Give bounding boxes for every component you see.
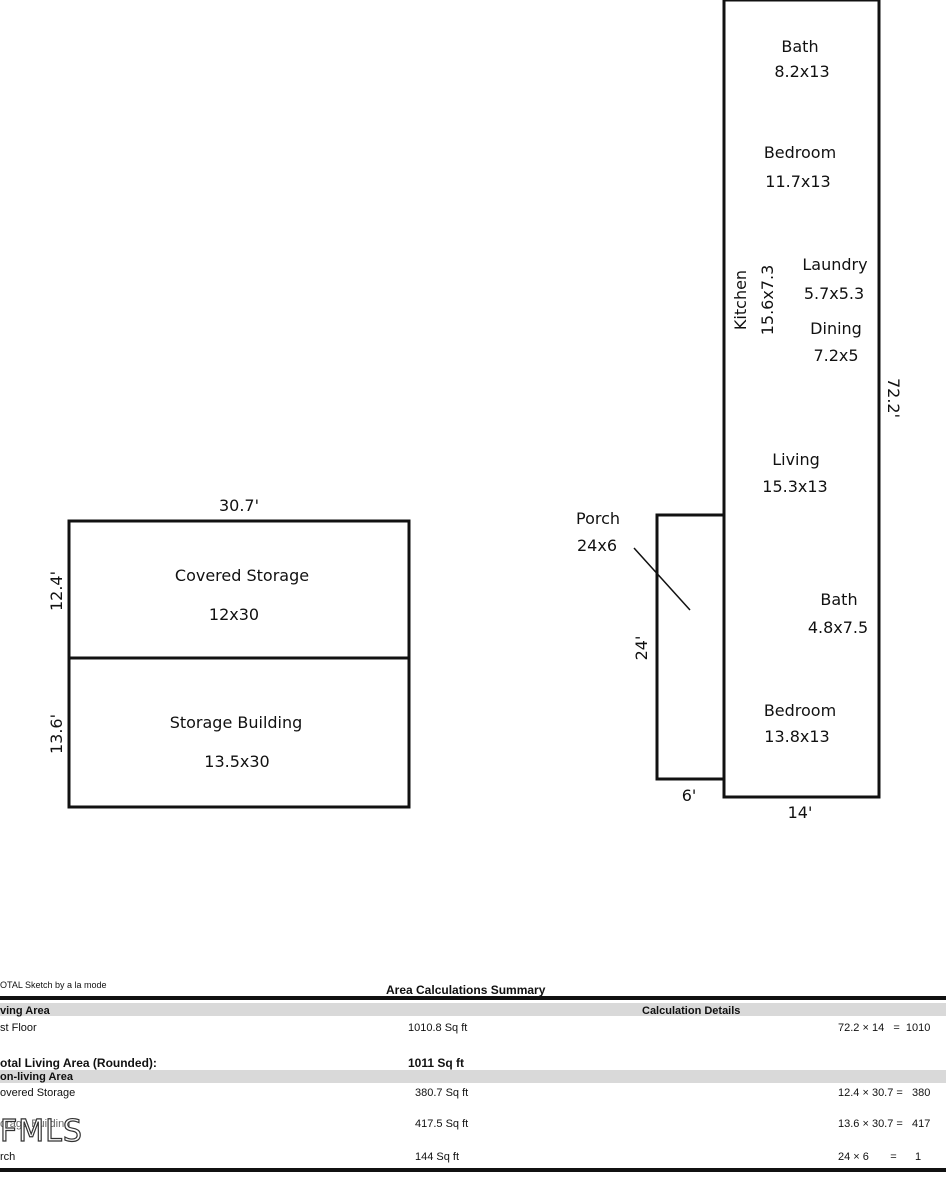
living-area-header: ving Area [0,1005,50,1017]
covered-storage-row-calc: 12.4 × 30.7 = 380 [838,1087,931,1099]
porch-dims: 24x6 [577,536,617,555]
storage-building-row-area: 417.5 Sq ft [415,1118,469,1130]
porch-outline [655,513,726,781]
room-label: Bath [820,590,857,609]
porch-row-calc: 24 × 6 = 1 [838,1151,922,1163]
software-credit: OTAL Sketch by a la mode [0,980,107,990]
total-living-area: 1011 Sq ft [408,1056,465,1070]
room-dims: 15.6x7.3 [758,265,777,336]
floor-plan-sketch: Bath 8.2x13 Bedroom 11.7x13 Laundry 5.7x… [47,0,903,822]
storage-building-label: Storage Building [170,713,303,732]
house-outline [722,0,881,799]
area-calculations-summary: OTAL Sketch by a la mode Area Calculatio… [0,978,946,1179]
room-dims: 7.2x5 [813,346,858,365]
covered-storage-outline [67,519,411,660]
porch-leader-line [633,547,691,611]
covered-storage-depth-dimension: 12.4' [47,571,66,611]
porch-width-dimension: 6' [682,786,697,805]
storage-building-depth-dimension: 13.6' [47,714,66,754]
covered-storage-row-label: overed Storage [0,1087,76,1099]
house-width-dimension: 14' [788,803,813,822]
covered-storage-dims: 12x30 [209,605,259,624]
storage-building-row-label: orage Building [0,1118,71,1130]
storage-width-dimension: 30.7' [219,496,259,515]
room-dims: 4.8x7.5 [808,618,868,637]
room-dims: 13.8x13 [764,727,829,746]
covered-storage-row-area: 380.7 Sq ft [415,1087,469,1099]
covered-storage-label: Covered Storage [175,566,309,585]
storage-building-dims: 13.5x30 [204,752,269,771]
room-dims: 5.7x5.3 [804,284,864,303]
room-dims: 8.2x13 [774,62,829,81]
house-length-dimension: 72.2' [884,378,903,418]
living-area-band [0,1003,946,1016]
non-living-area-band [0,1070,946,1083]
porch-length-dimension: 24' [632,636,651,661]
porch-row-label: rch [0,1151,16,1163]
fmls-watermark: FMLS [0,1113,83,1149]
room-dims: 15.3x13 [762,477,827,496]
porch-row-area: 144 Sq ft [415,1151,460,1163]
storage-building-row-calc: 13.6 × 30.7 = 417 [838,1118,931,1130]
room-dims: 11.7x13 [765,172,830,191]
calculation-details-header: Calculation Details [642,1005,741,1017]
room-label: Bedroom [764,701,836,720]
footer-rule [0,1168,946,1172]
storage-building-outline [67,656,411,809]
porch-label: Porch [576,509,620,528]
room-label: Dining [810,319,862,338]
first-floor-label: st Floor [0,1022,37,1034]
non-living-area-header: on-living Area [0,1071,73,1083]
room-label: Bath [781,37,818,56]
summary-title: Area Calculations Summary [386,983,546,997]
room-label: Bedroom [764,143,836,162]
room-label: Living [772,450,820,469]
room-label: Kitchen [731,270,750,330]
first-floor-area: 1010.8 Sq ft [408,1022,468,1034]
room-label: Laundry [802,255,867,274]
first-floor-calc: 72.2 × 14 = 1010 [838,1022,931,1034]
total-living-label: otal Living Area (Rounded): [0,1056,157,1070]
header-rule [0,996,946,1000]
